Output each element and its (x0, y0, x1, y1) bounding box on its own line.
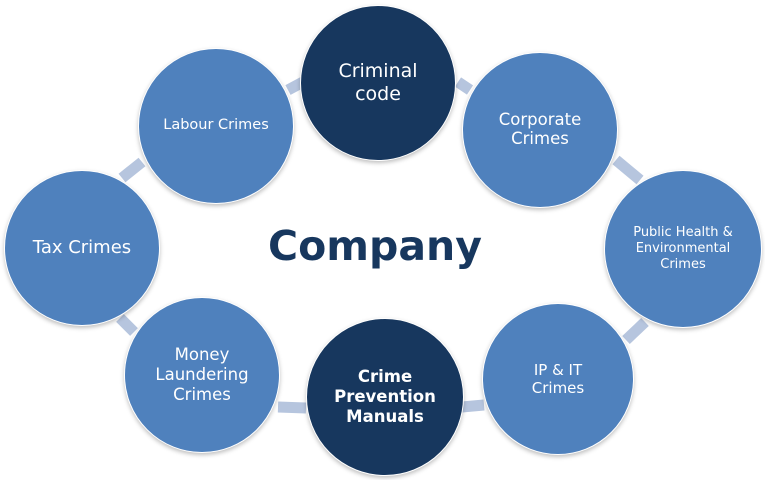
node-tax-crimes: Tax Crimes (4, 170, 160, 326)
center-title: Company (268, 222, 482, 270)
node-crime-prevention-label: Crime Prevention Manuals (334, 367, 436, 426)
node-money-laundering-crimes: Money Laundering Crimes (124, 297, 280, 453)
node-tax-crimes-label: Tax Crimes (32, 237, 132, 259)
connector-ipit-prevention (461, 399, 485, 413)
connector-corporate-publichealth (612, 155, 644, 185)
connector-money-tax (116, 314, 138, 336)
node-criminal-code: Criminal code (300, 5, 456, 161)
connector-tax-labour (118, 157, 146, 183)
node-money-laundering-label: Money Laundering Crimes (155, 345, 249, 404)
connector-criminal-corporate (454, 77, 474, 95)
connector-publichealth-ipit (622, 318, 649, 344)
connector-prevention-money (277, 401, 307, 414)
node-public-health-environmental-crimes: Public Health & Environmental Crimes (604, 170, 762, 328)
node-corporate-crimes-label: Corporate Crimes (498, 110, 582, 148)
node-labour-crimes-label: Labour Crimes (163, 117, 269, 134)
node-public-health-label: Public Health & Environmental Crimes (633, 224, 733, 273)
node-ip-it-label: IP & IT Crimes (531, 361, 585, 397)
node-labour-crimes: Labour Crimes (138, 48, 294, 204)
node-criminal-code-label: Criminal code (338, 60, 418, 105)
node-crime-prevention-manuals: Crime Prevention Manuals (306, 318, 464, 476)
node-corporate-crimes: Corporate Crimes (462, 52, 618, 208)
node-ip-it-crimes: IP & IT Crimes (482, 303, 634, 455)
